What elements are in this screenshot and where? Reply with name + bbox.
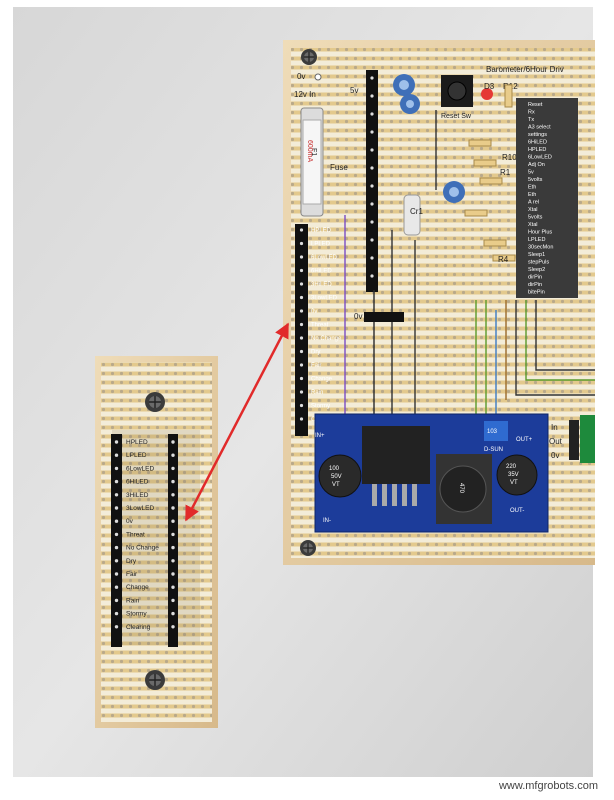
svg-text:VT: VT bbox=[332, 482, 340, 488]
twelve-v-label: 12v In bbox=[294, 90, 316, 99]
svg-text:OUT+: OUT+ bbox=[516, 437, 533, 443]
chip-pin-label: Rx bbox=[528, 110, 535, 116]
watermark: www.mfgrobots.com bbox=[498, 780, 598, 792]
header-pin-label: 0v bbox=[311, 309, 317, 315]
header-pin-label: Dry bbox=[311, 350, 320, 356]
svg-text:F1: F1 bbox=[310, 148, 317, 156]
detail-pin-label: Fair bbox=[126, 571, 138, 578]
chip-pin-label: Tx bbox=[528, 117, 534, 123]
svg-text:Out: Out bbox=[549, 437, 563, 446]
chip-pin-label: Adj On bbox=[528, 162, 545, 168]
chip-pin-label: LPLED bbox=[528, 237, 545, 243]
header-pin-label: Threat bbox=[311, 323, 329, 329]
detail-pin-label: Change bbox=[126, 584, 149, 591]
chip-pin-label: dirPin bbox=[528, 275, 542, 281]
chip-pin-label: 6LowLED bbox=[528, 155, 552, 161]
header-pin-label: LPLED bbox=[311, 242, 331, 248]
svg-text:D3: D3 bbox=[484, 82, 495, 91]
svg-text:D-SUN: D-SUN bbox=[484, 447, 503, 453]
chip-pin-label: 5v bbox=[528, 170, 534, 176]
detail-pin-label: Threat bbox=[126, 531, 145, 538]
svg-text:35V: 35V bbox=[508, 472, 519, 478]
capacitor-icon bbox=[393, 74, 465, 203]
detail-pin-label: 6HiLED bbox=[126, 479, 149, 486]
callout-arrows bbox=[184, 322, 290, 522]
svg-text:OUT-: OUT- bbox=[510, 508, 524, 514]
svg-text:600mA: 600mA bbox=[306, 140, 313, 163]
detail-pin-label: HPLED bbox=[126, 439, 148, 446]
chip-pin-label: Hour Plus bbox=[528, 230, 552, 236]
fuse-label: Fuse bbox=[330, 163, 348, 172]
header-pin-label: Stormy bbox=[311, 404, 330, 410]
detail-pin-label: Clearing bbox=[126, 624, 151, 631]
chip-pin-label: Eth bbox=[528, 185, 536, 191]
detail-pin-label: No Change bbox=[126, 545, 159, 552]
chip-pin-label: stepPuls bbox=[528, 260, 549, 266]
header-pin-label: Rain bbox=[311, 390, 323, 396]
detail-pin-label: LPLED bbox=[126, 452, 147, 459]
chip-pin-label: Reset bbox=[528, 102, 543, 108]
chip-pin-label: settings bbox=[528, 132, 547, 138]
screw-icon bbox=[145, 392, 165, 412]
header-pin-label: Fair bbox=[311, 363, 321, 369]
fuse: F1 600mA Fuse bbox=[300, 107, 348, 217]
svg-text:470: 470 bbox=[458, 483, 464, 494]
detail-pin-label: 0v bbox=[126, 518, 134, 525]
detail-pin-label: 3HiLED bbox=[126, 492, 149, 499]
chip-pin-label: Sleep1 bbox=[528, 252, 545, 258]
chip-pin-label: Xtal bbox=[528, 207, 537, 213]
svg-text:In: In bbox=[551, 423, 558, 432]
header-pin-label: No Change bbox=[311, 336, 342, 342]
buck-regulator-module: 470 103 IN+ IN- OUT+ OUT- D-SUN 100 50V … bbox=[314, 413, 549, 533]
chip-pin-label: Xtal bbox=[528, 222, 537, 228]
svg-text:IN-: IN- bbox=[323, 518, 331, 524]
svg-text:50V: 50V bbox=[331, 474, 342, 480]
svg-text:R1: R1 bbox=[500, 168, 511, 177]
svg-text:Cr1: Cr1 bbox=[410, 207, 423, 216]
chip-pin-label: 30secMon bbox=[528, 245, 553, 251]
chip-pin-label: HPLED bbox=[528, 147, 546, 153]
chip-pin-label: 5volts bbox=[528, 215, 543, 221]
chip-pin-label: Eth bbox=[528, 192, 536, 198]
svg-text:0v: 0v bbox=[354, 312, 362, 321]
header-pin-label: Change bbox=[311, 377, 333, 383]
screw-icon bbox=[301, 49, 317, 65]
svg-text:IN+: IN+ bbox=[315, 433, 325, 439]
cap-right-label: 220 bbox=[506, 464, 517, 470]
screw-icon bbox=[145, 670, 165, 690]
detail-pin-label: Rain bbox=[126, 597, 140, 604]
header-pin-label: 3HiLED bbox=[311, 282, 332, 288]
five-v-label: 5v bbox=[350, 86, 358, 95]
detail-pin-label: 3LowLED bbox=[126, 505, 154, 512]
detail-pin-label: Dry bbox=[126, 558, 137, 565]
svg-text:0v: 0v bbox=[551, 451, 559, 460]
svg-text:R4: R4 bbox=[498, 255, 509, 264]
reset-switch-label: Reset Sw bbox=[441, 113, 472, 120]
svg-text:VT: VT bbox=[510, 480, 518, 486]
header-pin-label: 6HiLED bbox=[311, 269, 332, 275]
chip-pin-label: 5volts bbox=[528, 177, 543, 183]
zero-v-label: 0v bbox=[297, 72, 305, 81]
screw-icon bbox=[300, 540, 316, 556]
chip-pin-label: A rel bbox=[528, 200, 539, 206]
header-pin-label: HPLED bbox=[311, 228, 332, 234]
main-header-block: HPLED LPLED 6LowLED 6HiLED 3HiLED 3LowLED 0vTh… bbox=[295, 224, 342, 436]
main-board: Barometer/6Hour Driv 0v 12v In 5v F1 600… bbox=[283, 40, 595, 565]
header-pin-label: 3LowLED bbox=[311, 296, 338, 302]
chip-pin-label: Sleep2 bbox=[528, 267, 545, 273]
cap-left-label: 100 bbox=[329, 466, 340, 472]
chip-pin-label: 6HiLED bbox=[528, 140, 547, 146]
chip-pin-label: A3 select bbox=[528, 125, 551, 131]
detail-board: HPLED LPLED 6LowLED 6HiLED 3HiLED 3LowLED 0vTh… bbox=[95, 356, 218, 728]
chip-pin-label: bitePin bbox=[528, 290, 545, 296]
chip-pin-label: dirPin bbox=[528, 282, 542, 288]
detail-pin-label: Stormy bbox=[126, 611, 147, 618]
svg-text:103: 103 bbox=[487, 429, 498, 435]
svg-text:R10: R10 bbox=[502, 153, 517, 162]
header-pin-label: 6LowLED bbox=[311, 255, 338, 261]
board-title: Barometer/6Hour Driv bbox=[486, 65, 564, 74]
detail-pin-label: 6LowLED bbox=[126, 465, 154, 472]
